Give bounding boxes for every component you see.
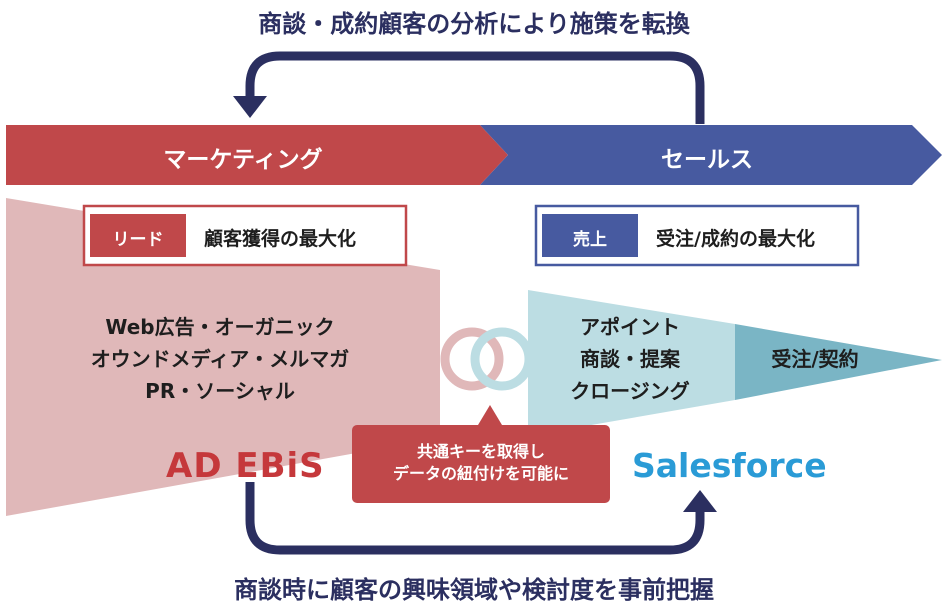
link-ring-blue	[470, 327, 534, 391]
marketing-tag-bg	[90, 214, 186, 257]
marketing-channel-item: オウンドメディア・メルマガ	[90, 347, 350, 371]
link-badge-line: 共通キーを取得し	[416, 442, 545, 461]
sales-final-stage: 受注/契約	[771, 347, 859, 371]
link-badge-bg	[352, 425, 610, 503]
adebis-logo: AD EBiS	[166, 446, 325, 486]
marketing-channel-item: PR・ソーシャル	[145, 379, 295, 403]
feedback-arrow-bottom	[245, 482, 705, 555]
sales-tag: 売上	[573, 230, 607, 250]
feedback-arrow-top	[245, 51, 705, 124]
sales-goal: 受注/成約の最大化	[656, 228, 815, 250]
marketing-channel-item: Web広告・オーガニック	[105, 315, 335, 339]
feedback-arrowhead-top	[233, 96, 267, 118]
sales-band	[480, 125, 942, 185]
sales-title: セールス	[661, 147, 753, 173]
sales-stage-item: アポイント	[580, 315, 680, 339]
link-ring-pink	[440, 327, 504, 391]
link-badge-text: 共通キーを取得し データの紐付けを可能に	[352, 441, 610, 485]
badge-pointer	[478, 405, 502, 425]
marketing-band	[6, 125, 508, 185]
link-badge-line: データの紐付けを可能に	[392, 464, 569, 483]
marketing-title: マーケティング	[163, 147, 323, 173]
sales-tag-bg	[542, 214, 638, 257]
sales-stage-item: 商談・提案	[580, 347, 680, 371]
sales-funnel-tip	[735, 324, 942, 400]
marketing-tag: リード	[112, 230, 164, 250]
sales-funnel	[528, 290, 735, 436]
marketing-goal: 顧客獲得の最大化	[204, 228, 357, 250]
bottom-caption: 商談時に顧客の興味領域や検討度を事前把握	[234, 576, 714, 604]
salesforce-logo: Salesforce	[632, 446, 827, 485]
feedback-arrowhead-bottom	[683, 490, 717, 512]
marketing-channel-list: Web広告・オーガニック オウンドメディア・メルマガ PR・ソーシャル	[40, 311, 400, 407]
marketing-funnel	[6, 198, 440, 516]
sales-stage-item: クロージング	[570, 379, 690, 403]
top-caption: 商談・成約顧客の分析により施策を転換	[258, 10, 690, 38]
sales-stage-list: アポイント 商談・提案 クロージング	[545, 311, 715, 407]
